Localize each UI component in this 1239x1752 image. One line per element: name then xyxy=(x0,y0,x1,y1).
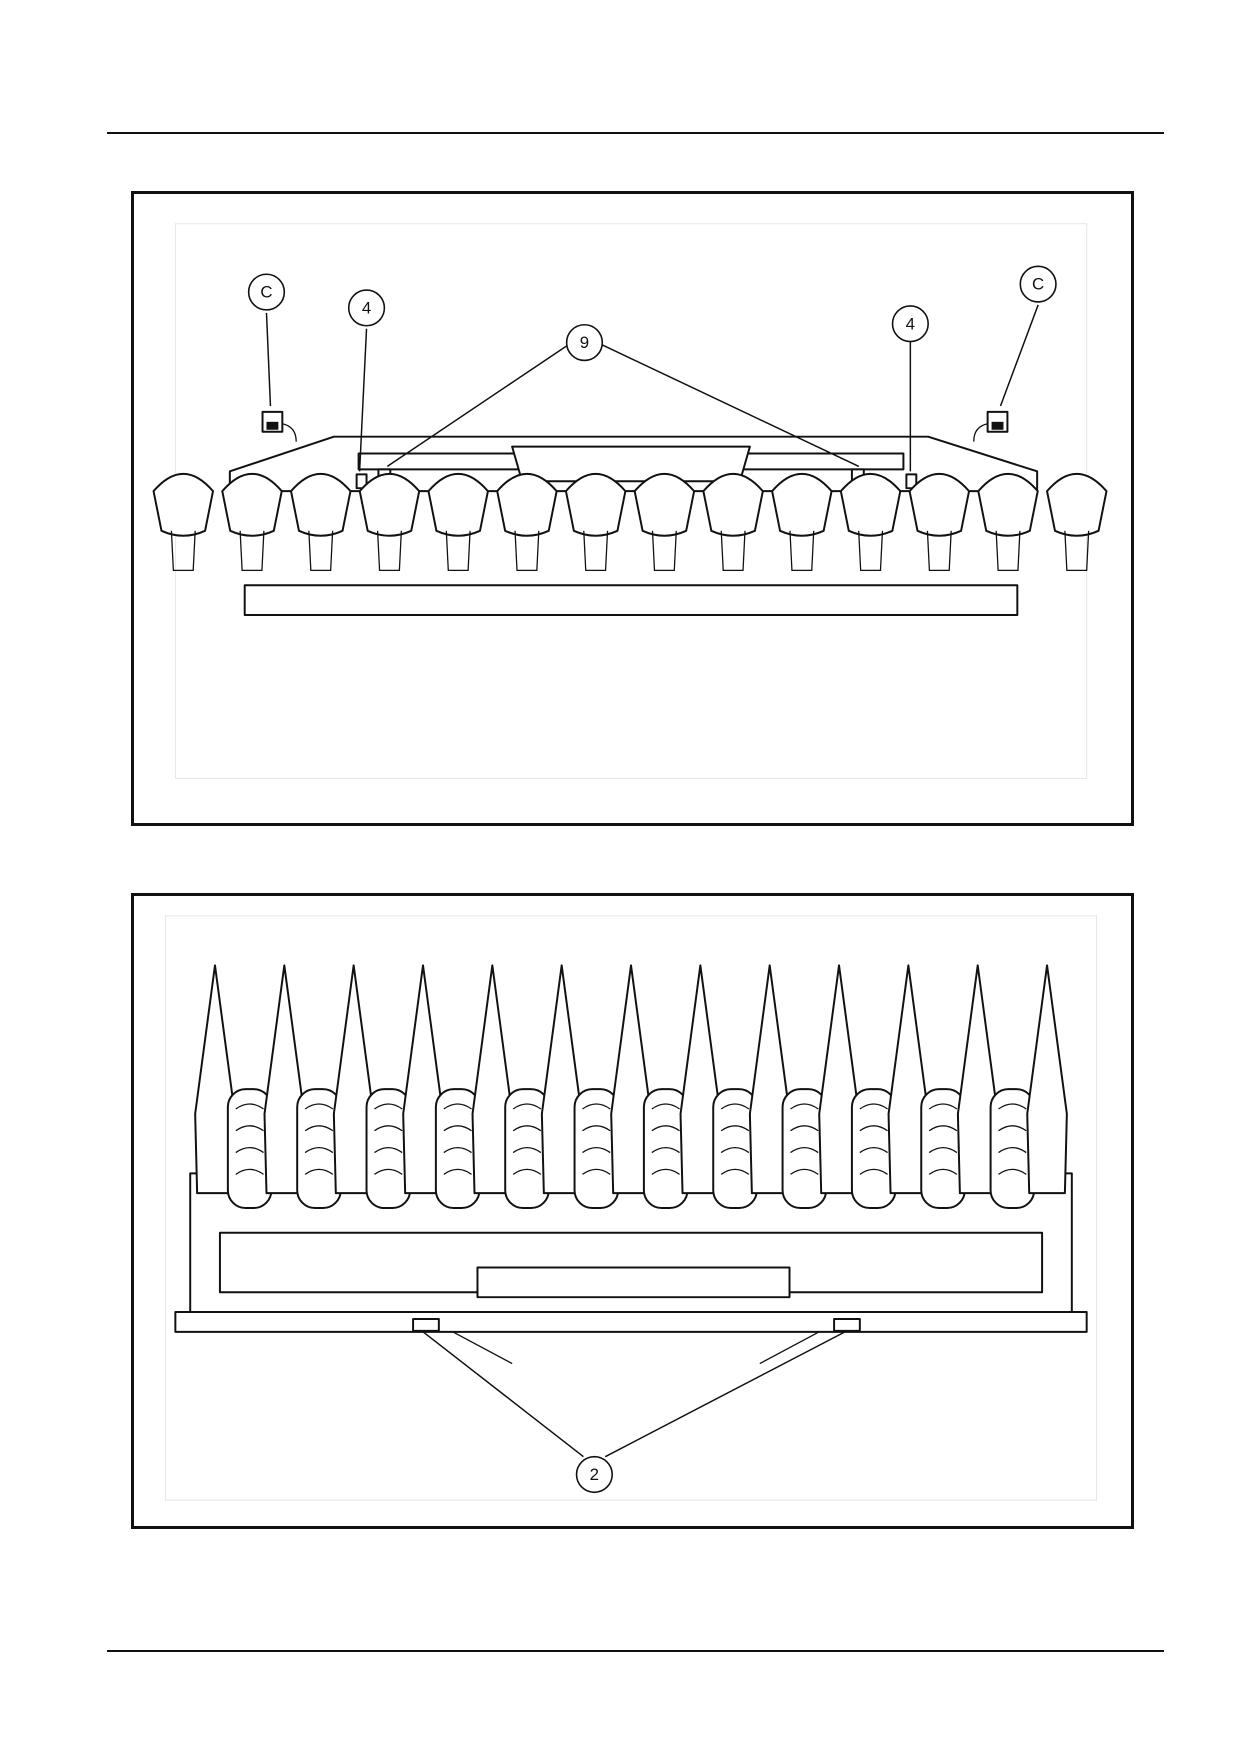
row-divider-snout xyxy=(1046,473,1108,537)
row-divider-snout xyxy=(977,473,1039,537)
leader-2-left xyxy=(422,1331,584,1458)
row-divider-snout xyxy=(839,473,902,537)
row-dividers xyxy=(152,473,1108,572)
row-divider-snout xyxy=(152,473,214,537)
leader-9-right xyxy=(597,341,860,468)
row-divider-point xyxy=(402,964,444,1195)
row-divider-snout xyxy=(427,473,489,537)
row-divider-snout xyxy=(908,473,971,537)
row-divider-point xyxy=(887,964,930,1195)
row-divider-point xyxy=(610,964,652,1195)
row-divider-snout xyxy=(221,473,283,537)
leader-2-right xyxy=(604,1331,846,1458)
figure-top-frame: C 4 9 4 C xyxy=(131,191,1134,826)
callout-4-right: 4 xyxy=(891,305,929,343)
header-body-drawing xyxy=(174,1172,1088,1365)
header-frame-drawing xyxy=(228,435,1039,616)
decal-2-right xyxy=(833,1317,861,1332)
row-divider-snout xyxy=(358,473,421,537)
row-divider-snout xyxy=(496,473,558,537)
svg-text:C: C xyxy=(260,283,272,302)
row-divider-point xyxy=(332,964,375,1195)
background-sketch xyxy=(164,915,1098,1501)
row-divider-snout xyxy=(771,473,833,537)
row-divider-point xyxy=(1026,964,1068,1195)
row-divider-point xyxy=(679,964,722,1195)
header-top-view-illustration: 2 xyxy=(164,915,1098,1501)
row-divider-snout xyxy=(290,473,352,537)
header-rule xyxy=(107,132,1164,134)
row-divider-point xyxy=(818,964,860,1195)
row-divider-snout xyxy=(564,473,627,537)
svg-text:9: 9 xyxy=(580,333,589,352)
row-divider-snout xyxy=(702,473,764,537)
decal-2-left xyxy=(412,1317,440,1332)
svg-text:4: 4 xyxy=(906,314,915,333)
footer-rule xyxy=(107,1650,1164,1652)
row-unit-snouts xyxy=(194,964,1068,1210)
row-divider-point xyxy=(956,964,999,1195)
header-front-view-illustration: C 4 9 4 C xyxy=(152,223,1108,779)
left-light-drawing xyxy=(261,410,297,442)
svg-text:C: C xyxy=(1032,275,1044,294)
row-divider-point xyxy=(194,964,236,1195)
row-divider-point xyxy=(471,964,514,1195)
leader-4-left xyxy=(358,328,368,472)
callout-9: 9 xyxy=(565,323,604,362)
callout-c-right: C xyxy=(1019,265,1057,303)
callout-4-left: 4 xyxy=(347,289,386,327)
row-divider-snout xyxy=(633,473,696,537)
right-light-drawing xyxy=(973,410,1009,442)
row-divider-point xyxy=(540,964,583,1195)
leader-9-left xyxy=(386,341,572,468)
figure-bottom-frame: 2 xyxy=(131,893,1134,1529)
svg-text:2: 2 xyxy=(590,1465,599,1484)
svg-text:4: 4 xyxy=(362,298,371,317)
callout-2: 2 xyxy=(575,1455,613,1494)
leader-c-left xyxy=(265,312,272,407)
callout-c-left: C xyxy=(247,273,286,311)
row-divider-point xyxy=(748,964,791,1195)
leader-c-right xyxy=(999,304,1039,407)
row-divider-point xyxy=(263,964,306,1195)
